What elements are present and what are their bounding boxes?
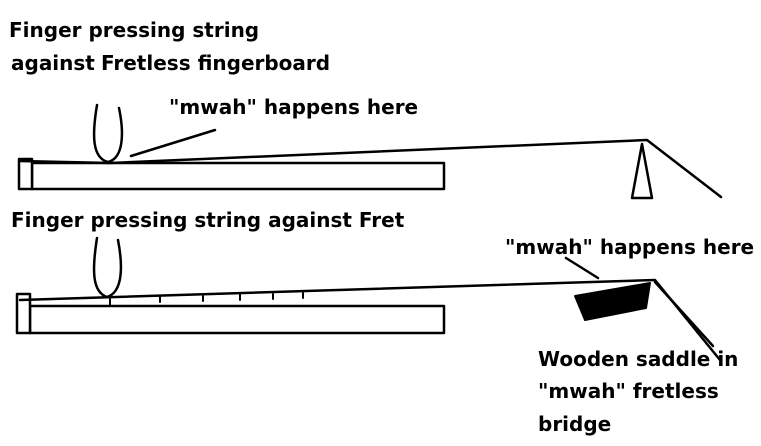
fretless-mwah-label: "mwah" happens here bbox=[169, 95, 419, 119]
fretless-title-line2a: against bbox=[11, 51, 95, 75]
fretted-string bbox=[18, 278, 722, 362]
fretted-title: Finger pressing string against Fret bbox=[11, 208, 405, 232]
fretless-bridge bbox=[630, 142, 654, 200]
fretted-mwah-pointer bbox=[564, 256, 600, 280]
fretless-finger bbox=[92, 103, 124, 164]
wooden-saddle bbox=[574, 282, 651, 321]
saddle-pointer bbox=[653, 280, 715, 348]
frets bbox=[109, 292, 304, 307]
fretless-string bbox=[18, 138, 723, 199]
fretless-title-line1: Finger pressing string bbox=[9, 18, 260, 42]
fretted-fingerboard bbox=[28, 304, 446, 335]
fretless-title-line2b: Fretless fingerboard bbox=[101, 51, 331, 75]
fretted-diagram bbox=[15, 236, 722, 362]
fretted-finger bbox=[92, 236, 123, 299]
fretless-nut bbox=[17, 157, 34, 191]
fretless-fingerboard bbox=[30, 161, 446, 191]
fretless-diagram bbox=[17, 103, 723, 200]
saddle-label-line1: Wooden saddle in bbox=[538, 347, 739, 371]
saddle-label-line2: "mwah" fretless bbox=[538, 379, 719, 403]
fretted-nut bbox=[15, 292, 32, 335]
saddle-label-line3: bridge bbox=[538, 412, 612, 436]
fretted-mwah-label: "mwah" happens here bbox=[505, 235, 755, 259]
fretless-mwah-pointer bbox=[129, 128, 217, 158]
